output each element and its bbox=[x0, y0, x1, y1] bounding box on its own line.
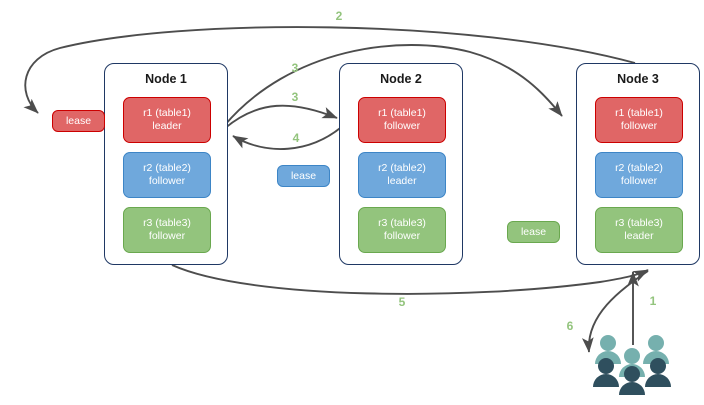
edge-5-node1-to-node3 bbox=[171, 264, 649, 295]
step-label-3b: 3 bbox=[287, 90, 303, 104]
step-text: 4 bbox=[292, 131, 300, 145]
replica-node2-r2[interactable]: r2 (table2) leader bbox=[358, 152, 446, 198]
node-title-node1: Node 1 bbox=[145, 72, 187, 86]
replica-role: follower bbox=[620, 175, 658, 187]
edge-3-node1r1-to-node3r1 bbox=[223, 44, 563, 127]
step-label-4: 4 bbox=[288, 131, 304, 145]
step-text: 3 bbox=[291, 90, 299, 104]
replica-name: r1 (table1) bbox=[143, 107, 191, 119]
step-label-2: 2 bbox=[331, 9, 347, 23]
lease-label: lease bbox=[520, 226, 547, 238]
node-container-node2[interactable]: Node 2 r1 (table1) follower r2 (table2) … bbox=[339, 63, 463, 265]
replica-name: r2 (table2) bbox=[378, 162, 426, 174]
replica-name: r1 (table1) bbox=[378, 107, 426, 119]
lease-badge-r1[interactable]: lease bbox=[52, 110, 105, 132]
replica-name: r1 (table1) bbox=[615, 107, 663, 119]
replica-node3-r3[interactable]: r3 (table3) leader bbox=[595, 207, 683, 253]
replica-role: follower bbox=[148, 230, 186, 242]
edge-6-node3-to-users bbox=[581, 270, 649, 353]
replica-role: follower bbox=[383, 230, 421, 242]
step-label-3a: 3 bbox=[287, 61, 303, 75]
replica-name: r3 (table3) bbox=[615, 217, 663, 229]
step-text: 1 bbox=[649, 294, 657, 308]
step-label-6: 6 bbox=[562, 319, 578, 333]
node-container-node3[interactable]: Node 3 r1 (table1) follower r2 (table2) … bbox=[576, 63, 700, 265]
edge-4-node2r1-to-node1r1 bbox=[232, 123, 346, 150]
replica-node3-r1[interactable]: r1 (table1) follower bbox=[595, 97, 683, 143]
replica-node1-r3[interactable]: r3 (table3) follower bbox=[123, 207, 211, 253]
replica-role: leader bbox=[624, 230, 654, 242]
replica-role: follower bbox=[148, 175, 186, 187]
node-container-node1[interactable]: Node 1 r1 (table1) leader r2 (table2) fo… bbox=[104, 63, 228, 265]
replica-name: r2 (table2) bbox=[615, 162, 663, 174]
lease-label: lease bbox=[65, 115, 92, 127]
replica-role: follower bbox=[383, 120, 421, 132]
edge-2-node3-to-lease-r1 bbox=[23, 26, 636, 114]
replica-node1-r1[interactable]: r1 (table1) leader bbox=[123, 97, 211, 143]
replica-node3-r2[interactable]: r2 (table2) follower bbox=[595, 152, 683, 198]
step-label-5: 5 bbox=[394, 295, 410, 309]
replica-name: r3 (table3) bbox=[378, 217, 426, 229]
node-title-node3: Node 3 bbox=[617, 72, 659, 86]
step-text: 3 bbox=[291, 61, 299, 75]
step-label-1: 1 bbox=[645, 294, 661, 308]
lease-label: lease bbox=[290, 170, 317, 182]
step-text: 6 bbox=[566, 319, 574, 333]
replica-name: r2 (table2) bbox=[143, 162, 191, 174]
step-text: 5 bbox=[398, 295, 406, 309]
replica-role: follower bbox=[620, 120, 658, 132]
users-front-row bbox=[593, 358, 671, 395]
users-group-icon bbox=[591, 333, 673, 395]
step-text: 2 bbox=[335, 9, 343, 23]
replica-role: leader bbox=[152, 120, 182, 132]
edge-3-node1r1-to-node2r1 bbox=[223, 104, 338, 130]
lease-badge-r2[interactable]: lease bbox=[277, 165, 330, 187]
replica-node1-r2[interactable]: r2 (table2) follower bbox=[123, 152, 211, 198]
replica-node2-r1[interactable]: r1 (table1) follower bbox=[358, 97, 446, 143]
node-title-node2: Node 2 bbox=[380, 72, 422, 86]
replica-name: r3 (table3) bbox=[143, 217, 191, 229]
lease-badge-r3[interactable]: lease bbox=[507, 221, 560, 243]
replica-node2-r3[interactable]: r3 (table3) follower bbox=[358, 207, 446, 253]
replica-role: leader bbox=[387, 175, 417, 187]
